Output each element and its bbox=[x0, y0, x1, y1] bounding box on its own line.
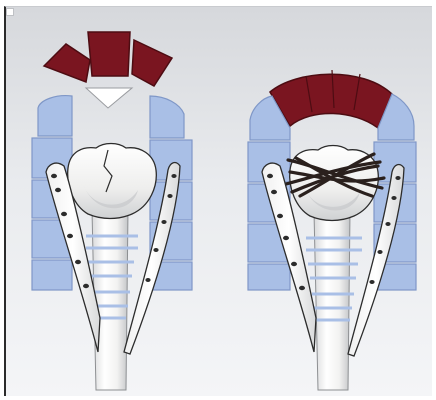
right-graft-arch bbox=[270, 74, 392, 128]
graft-block-right bbox=[132, 40, 172, 86]
right-diagram bbox=[248, 70, 416, 390]
left-diagram bbox=[32, 32, 192, 390]
gap-arrow-icon bbox=[86, 88, 132, 108]
left-graft-blocks bbox=[44, 32, 172, 86]
graft-block-center bbox=[88, 32, 130, 76]
graft-block-left bbox=[44, 44, 90, 82]
